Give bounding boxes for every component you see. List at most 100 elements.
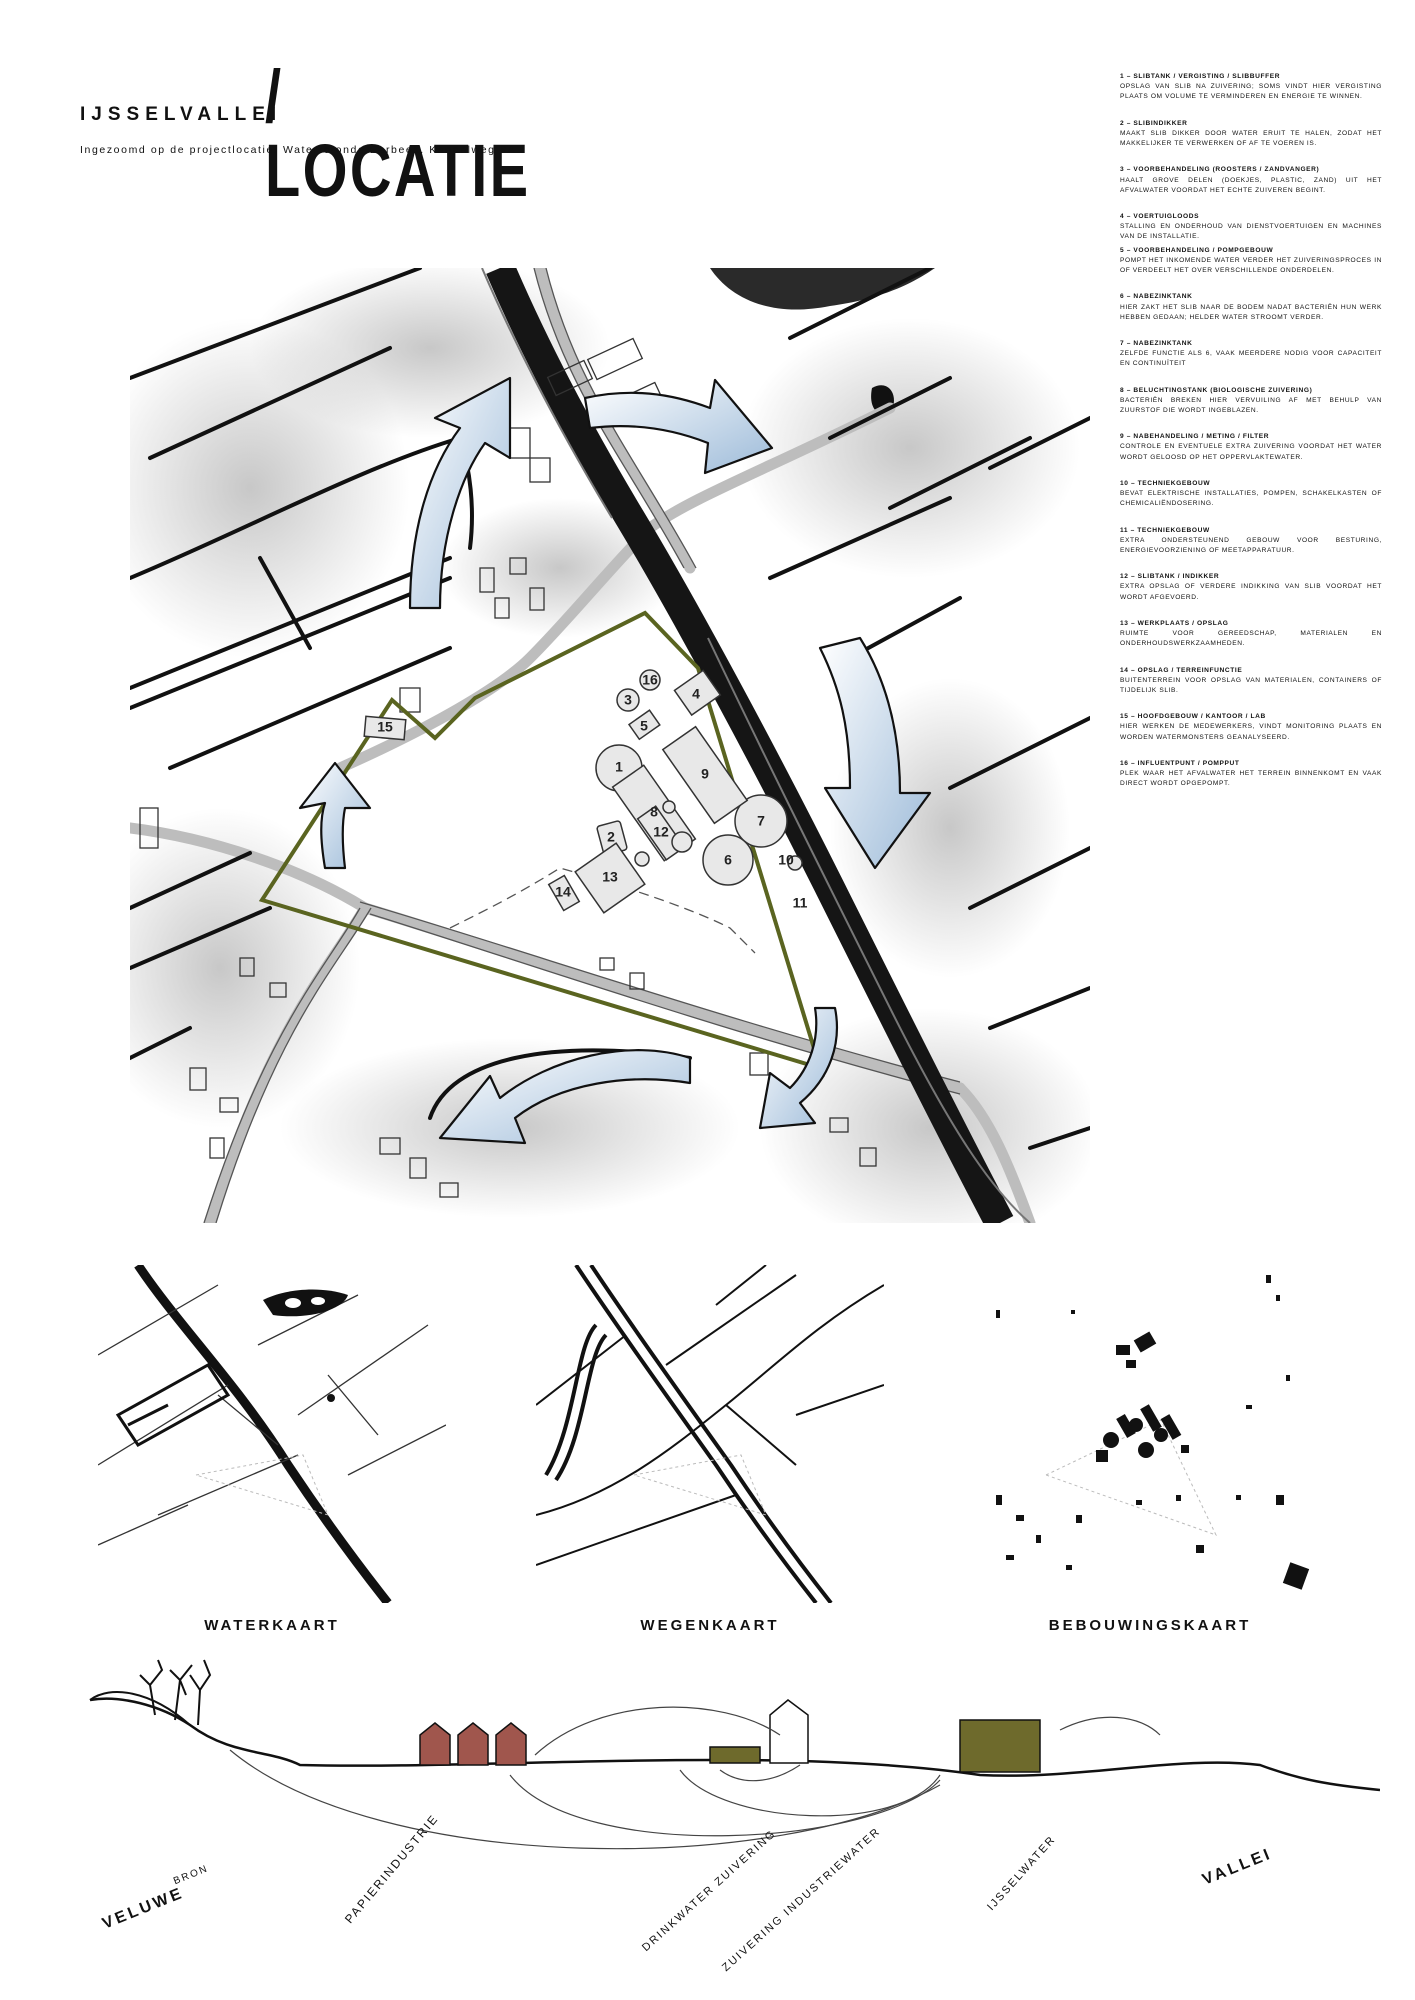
building-4 — [673, 669, 722, 717]
flow-arrow — [818, 636, 932, 870]
tree-sketches — [139, 1659, 212, 1726]
water-map-svg — [98, 1265, 446, 1603]
legend-item-desc: CONTROLE EN EVENTUELE EXTRA ZUIVERING VO… — [1120, 443, 1382, 461]
legend-item-title: 15 – HOOFDGEBOUW / KANTOOR / LAB — [1120, 713, 1266, 721]
facility-label: 15 — [377, 719, 393, 735]
tank-7 — [734, 794, 788, 848]
facility-label: 2 — [607, 829, 615, 845]
water-map-caption: WATERKAART — [204, 1617, 340, 1634]
legend-item-title: 13 – WERKPLAATS / OPSLAG — [1120, 619, 1229, 627]
legend-item: 6 – NABEZINKTANK HIER ZAKT HET SLIB NAAR … — [1120, 292, 1382, 323]
legend-item-title: 11 – TECHNIEKGEBOUW — [1120, 526, 1210, 534]
facility-label: 14 — [555, 884, 571, 900]
facility-label: 4 — [692, 686, 700, 702]
pond-dot — [327, 1394, 335, 1402]
legend-item-title: 16 – INFLUENTPUNT / POMPPUT — [1120, 759, 1240, 767]
legend-item: 8 – BELUCHTINGSTANK (BIOLOGISCHE ZUIVERI… — [1120, 386, 1382, 417]
roads — [536, 1265, 884, 1566]
legend-item-desc: BACTERIËN BREKEN HIER VERVUILING AF MET … — [1120, 396, 1382, 415]
legend-item: 2 – SLIBINDIKKER MAAKT SLIB DIKKER DOOR W… — [1120, 119, 1382, 150]
facility-label: 7 — [757, 813, 765, 829]
road-map — [536, 1265, 884, 1603]
legend-item-desc: POMPT HET INKOMENDE WATER VERDER HET ZUI… — [1120, 256, 1382, 275]
legend-item-desc: PLEK WAAR HET AFVALWATER HET TERREIN BIN… — [1120, 770, 1382, 788]
building-map — [976, 1265, 1324, 1603]
legend-item-title: 4 – VOERTUIGLOODS — [1120, 212, 1200, 220]
house-sketch — [769, 1699, 809, 1764]
buildings — [996, 1275, 1310, 1590]
pond-island — [285, 1298, 301, 1308]
cross-section-svg — [89, 1659, 1380, 1850]
site-outline — [195, 1454, 329, 1516]
legend-item-desc: EXTRA OPSLAG OF VERDERE INDIKKING VAN SL… — [1120, 583, 1382, 601]
flow-arrows — [298, 376, 932, 1145]
facility-label: 1 — [615, 759, 623, 775]
site-outline — [1044, 1419, 1217, 1536]
legend-item-title: 14 – OPSLAG / TERREINFUNCTIE — [1120, 666, 1243, 674]
roads-double — [544, 1265, 833, 1603]
flow-arrow — [758, 1006, 839, 1130]
water-map — [98, 1265, 446, 1603]
legend-item-desc: HIER WERKEN DE MEDEWERKERS, VINDT MONITO… — [1120, 723, 1382, 741]
flow-arrow — [408, 376, 512, 610]
site-facilities — [363, 669, 803, 914]
legend-item-title: 5 – VOORBEHANDELING / POMPGEBOUW — [1120, 246, 1274, 254]
facility-label: 11 — [793, 895, 808, 911]
pond-island — [311, 1297, 325, 1305]
legend-item: 1 – SLIBTANK / VERGISTING / SLIBBUFFER OP… — [1120, 72, 1382, 103]
legend-item-title: 3 – VOORBEHANDELING (ROOSTERS / ZANDVANG… — [1120, 166, 1320, 174]
road-map-caption: WEGENKAART — [640, 1617, 780, 1634]
legend-item-desc: MAAKT SLIB DIKKER DOOR WATER ERUIT TE HA… — [1120, 129, 1382, 148]
site-boundary — [258, 610, 824, 1071]
ijssel-plant — [959, 1719, 1041, 1773]
canal-bank — [707, 637, 1031, 1223]
header: IJSSELVALLEI / LOCATIE Ingezoomd op de p… — [80, 52, 640, 208]
building-14 — [547, 874, 581, 912]
facility-label: 6 — [724, 852, 732, 868]
flow-arrow — [583, 378, 774, 475]
facility-label: 9 — [701, 766, 709, 782]
cross-section: VELUWE BRON PAPIERINDUSTRIE DRINKWATER Z… — [80, 1655, 1380, 1985]
facility-label: 12 — [653, 824, 669, 840]
site-plan-map: 1 2 3 4 5 6 7 8 9 10 11 12 13 14 15 16 — [130, 268, 1090, 1223]
legend-item-title: 9 – NABEHANDELING / METING / FILTER — [1120, 433, 1270, 441]
legend-item: 5 – VOORBEHANDELING / POMPGEBOUW POMPT HE… — [1120, 246, 1382, 277]
legend-item-title: 1 – SLIBTANK / VERGISTING / SLIBBUFFER — [1120, 73, 1281, 80]
legend-item: 12 – SLIBTANK / INDIKKER EXTRA OPSLAG OF … — [1120, 572, 1382, 603]
legend-item-desc: OPSLAG VAN SLIB NA ZUIVERING; SOMS VINDT… — [1120, 83, 1382, 101]
legend-item-title: 7 – NABEZINKTANK — [1120, 339, 1193, 347]
field-lines — [130, 268, 1090, 1150]
legend-item-desc: HIER ZAKT HET SLIB NAAR DE BODEM NADAT B… — [1120, 303, 1382, 321]
pond-water — [710, 268, 935, 310]
legend-item: 16 – INFLUENTPUNT / POMPPUT PLEK WAAR HET… — [1120, 759, 1382, 790]
building-5 — [627, 709, 661, 741]
canal — [134, 1265, 392, 1603]
building-map-svg — [996, 1275, 1310, 1590]
tank-3 — [616, 688, 640, 712]
legend-item-title: 2 – SLIBINDIKKER — [1120, 119, 1188, 127]
flow-arrow — [298, 761, 372, 870]
hill-outline — [89, 1691, 191, 1726]
canal-bank — [481, 268, 613, 519]
flow-arrow — [438, 1049, 692, 1145]
site-outline — [633, 1454, 767, 1516]
building-map-caption: BEBOUWINGSKAART — [1048, 1617, 1252, 1634]
page-subtitle: Ingezoomd op de projectlocatie. Waterrot… — [80, 144, 517, 156]
pond — [263, 1289, 348, 1317]
facility-label: 3 — [624, 692, 632, 708]
facility-label: 5 — [640, 718, 648, 734]
legend-item-title: 12 – SLIBTANK / INDIKKER — [1120, 573, 1220, 581]
building-15 — [363, 715, 407, 741]
facility-label: 13 — [602, 869, 618, 885]
legend-item-title: 6 – NABEZINKTANK — [1120, 293, 1193, 301]
road-map-svg — [536, 1265, 884, 1603]
paper-factories — [419, 1722, 527, 1766]
terrain-line — [89, 1697, 1380, 1792]
tank-16 — [639, 669, 661, 691]
legend-item-desc: ZELFDE FUNCTIE ALS 6, VAAK MEERDERE NODI… — [1120, 350, 1382, 368]
page-title: / LOCATIE — [265, 55, 531, 212]
